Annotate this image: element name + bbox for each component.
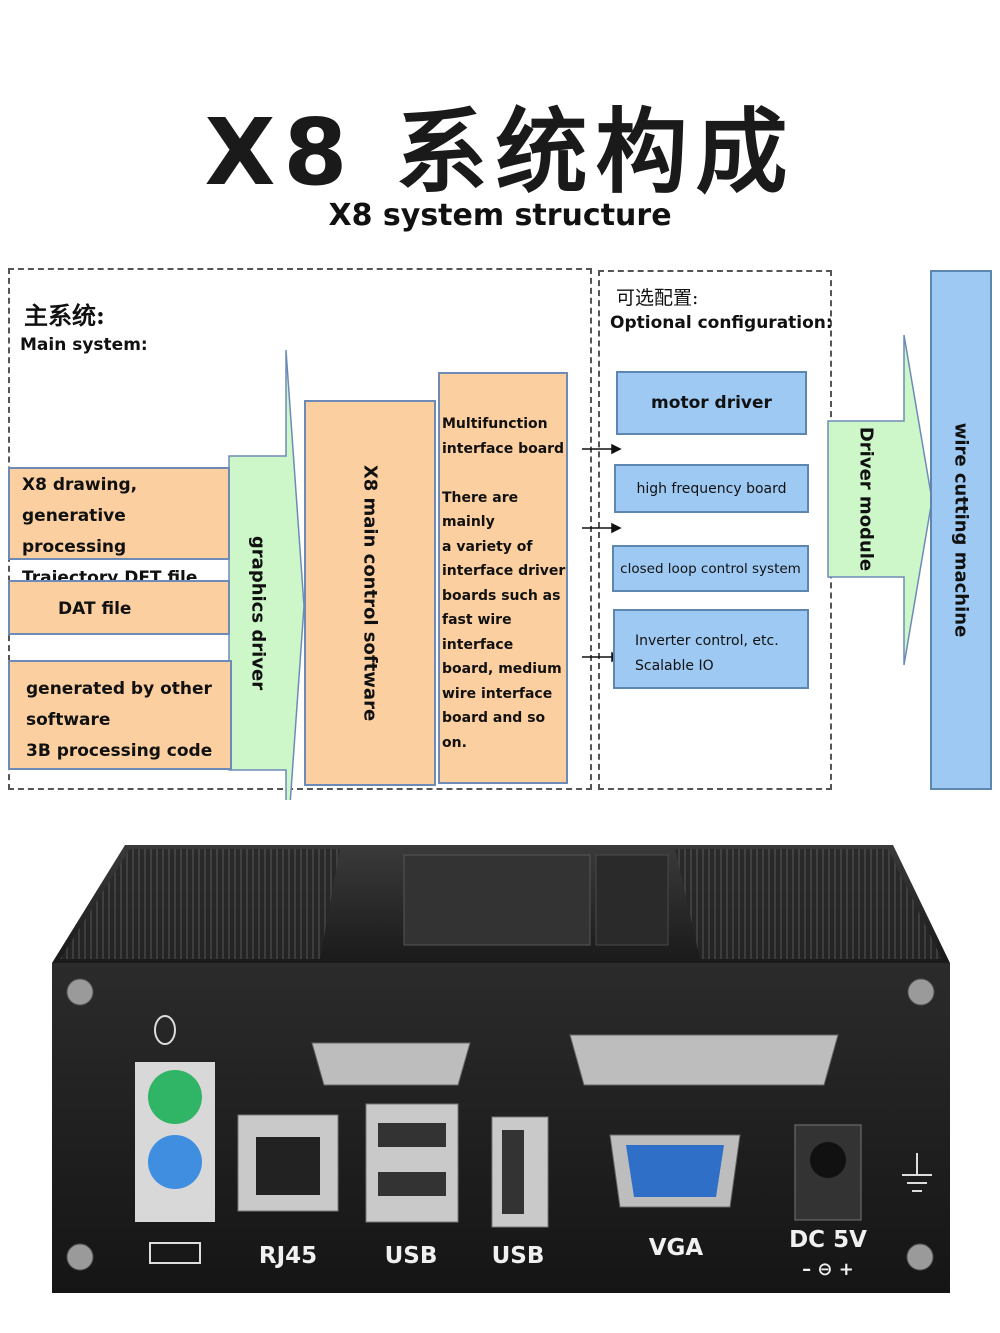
interface-board: Multifunction interface board There are … (438, 372, 568, 784)
optional-label-en: Optional configuration: (610, 313, 833, 333)
screws (66, 978, 935, 1271)
driver-module-arrow (827, 334, 933, 666)
opt-closed-loop-control: closed loop control system (612, 545, 809, 592)
page-title-en: X8 system structure (328, 198, 672, 233)
graphics-driver-arrow (228, 349, 305, 800)
label-dc-5v: DC 5V (789, 1227, 867, 1253)
db25-port (569, 1034, 839, 1086)
label-usb-2: USB (492, 1243, 545, 1269)
main-control-software: X8 main control software (304, 400, 436, 786)
input-box-dft: X8 drawing, generative processing Trajec… (8, 467, 230, 588)
label-dc-polarity: – ⊖ + (802, 1259, 854, 1280)
ground-icon (902, 1153, 932, 1192)
device-label-plate (403, 854, 591, 946)
opt-motor-driver: motor driver (616, 371, 807, 435)
keyboard-icon (149, 1242, 201, 1264)
driver-module: Driver module (855, 426, 877, 572)
device-photo: RJ45 USB USB VGA DC 5V – ⊖ + (52, 845, 950, 1293)
page-title-cn: X8 系统构成 (204, 99, 796, 206)
opt-inverter-control: Inverter control, etc. Scalable IO (613, 609, 809, 689)
label-usb-1: USB (385, 1243, 438, 1269)
label-rj45: RJ45 (259, 1243, 317, 1269)
input-box-3b: generated by other software 3B processin… (8, 660, 232, 770)
ps2-mouse-port (148, 1070, 202, 1124)
main-system-label-en: Main system: (20, 335, 148, 355)
opt-high-frequency-board: high frequency board (614, 464, 809, 513)
usb-double-port (365, 1103, 459, 1223)
main-system-label-cn: 主系统: (24, 301, 105, 330)
mouse-icon (154, 1015, 176, 1045)
graphics-driver: graphics driver (247, 535, 269, 691)
db15-port (311, 1042, 471, 1086)
label-vga: VGA (649, 1235, 704, 1261)
ps2-keyboard-port (148, 1135, 202, 1189)
wire-cutting-machine: wire cutting machine (930, 270, 992, 790)
input-box-dat: DAT file (8, 580, 230, 635)
optional-label-cn: 可选配置: (616, 287, 699, 309)
